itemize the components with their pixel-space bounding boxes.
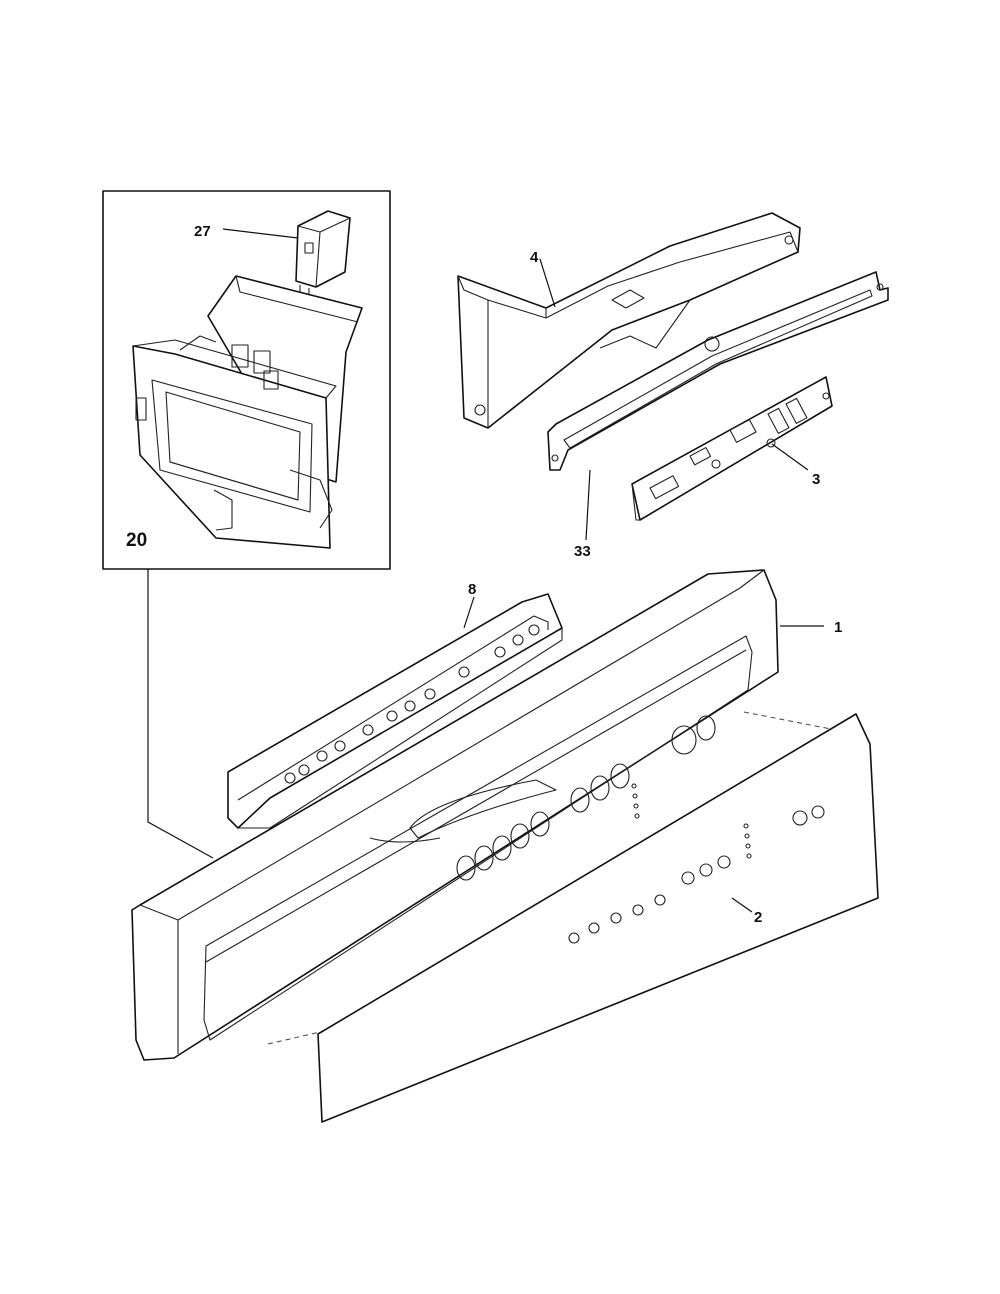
callout-33: 33 xyxy=(574,543,591,560)
callout-1: 1 xyxy=(834,619,842,636)
part-3-control-board xyxy=(631,376,833,521)
part-1-console xyxy=(131,569,837,1061)
callout-3: 3 xyxy=(812,471,820,488)
part-20-dispenser xyxy=(132,275,363,549)
part-8-membrane xyxy=(227,593,563,829)
inset-box-part-20 xyxy=(102,190,391,859)
part-33-gasket xyxy=(547,271,889,541)
callout-8: 8 xyxy=(468,581,476,598)
part-2-overlay xyxy=(317,713,879,1123)
callout-2: 2 xyxy=(754,909,762,926)
callout-20: 20 xyxy=(126,530,147,551)
part-4-bracket xyxy=(457,212,801,429)
callout-27: 27 xyxy=(194,223,211,240)
callout-4: 4 xyxy=(530,249,539,266)
part-27-switch xyxy=(222,210,351,383)
